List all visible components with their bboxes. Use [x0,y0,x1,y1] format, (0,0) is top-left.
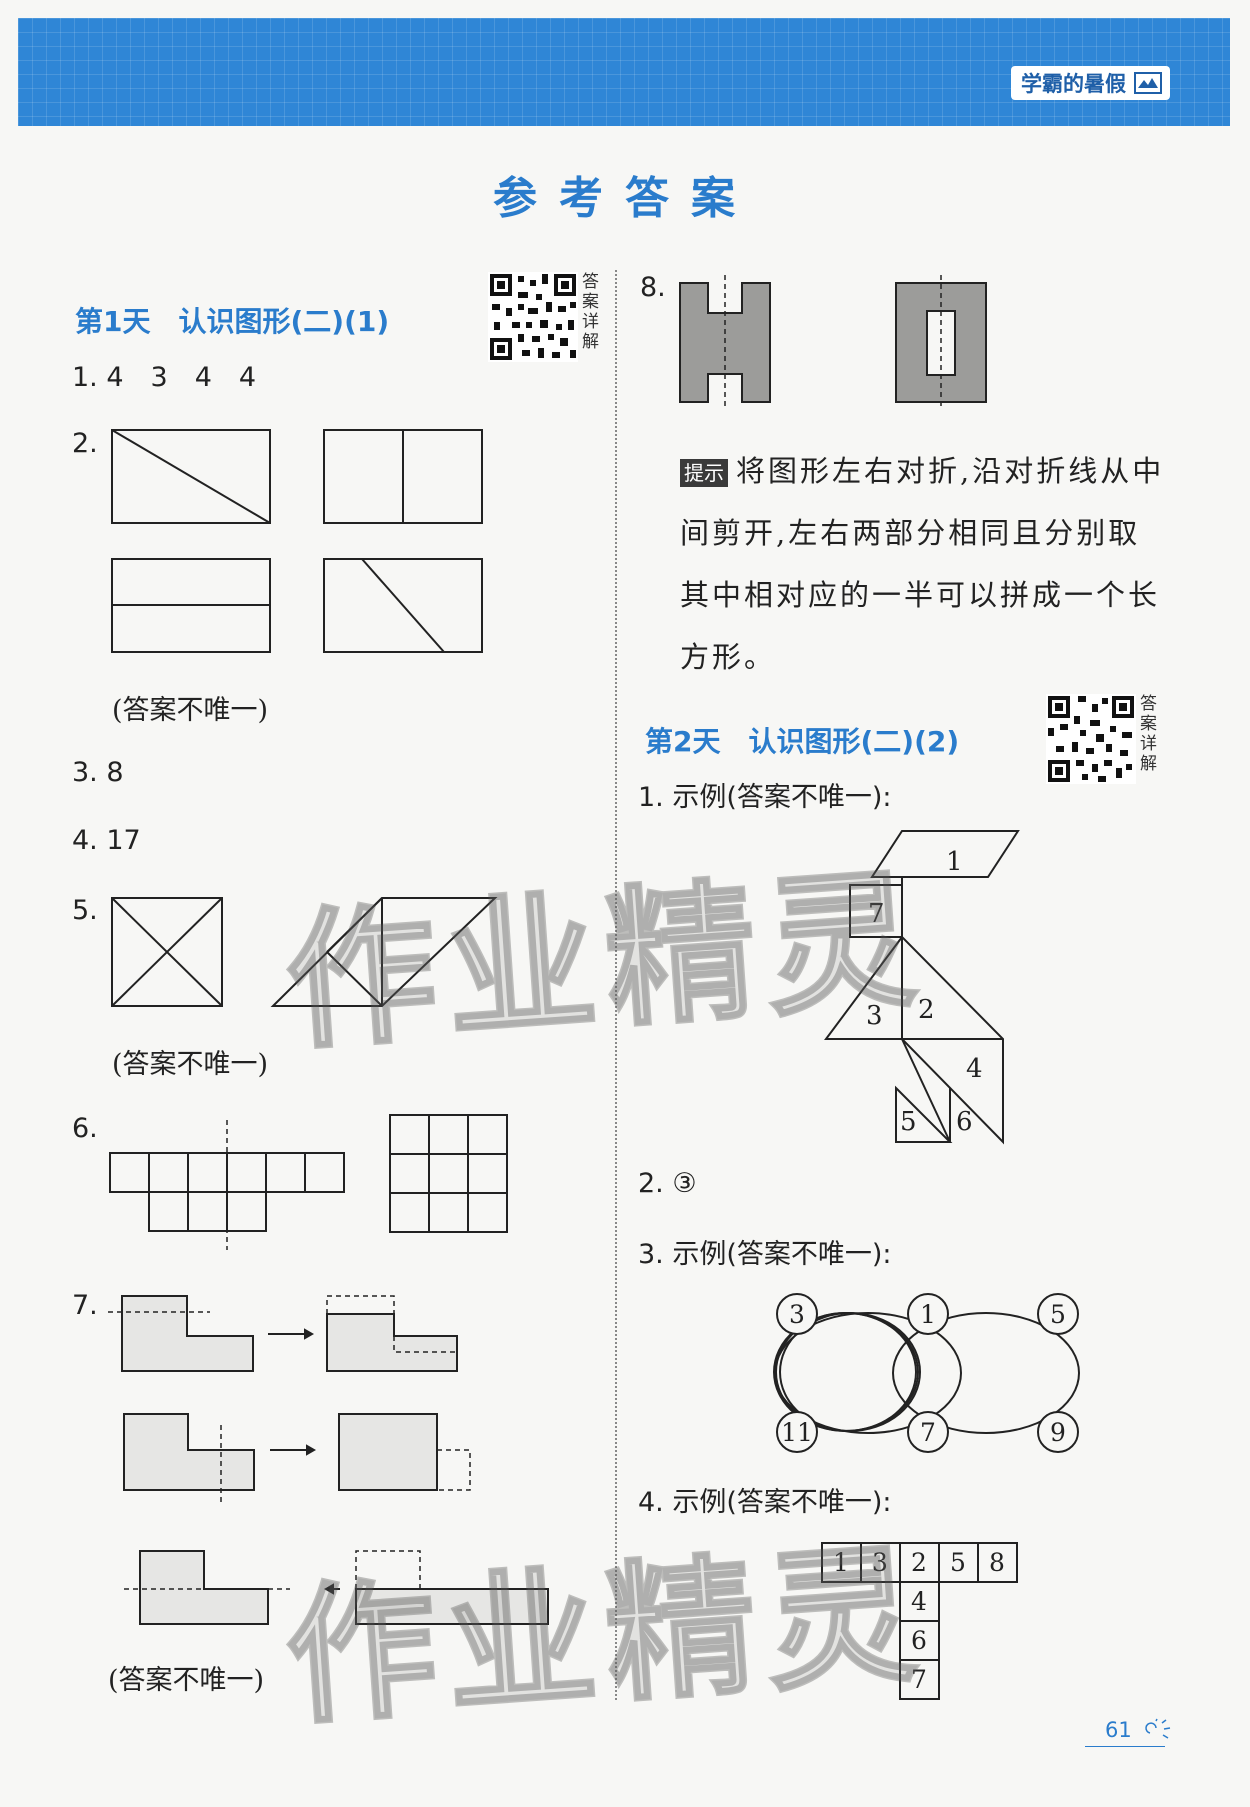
tangram-label-5: 5 [900,1107,917,1137]
page-number: 61 [1085,1718,1174,1747]
q7-shapes [108,1295,549,1625]
q8-hint: 提示将图形左右对折,沿对折线从中间剪开,左右两部分相同且分别取其中相对应的一半可… [680,440,1170,688]
page-number-underline [1085,1746,1165,1747]
day1-q1: 1. 4 3 4 4 [72,362,257,393]
day1-q5-note: (答案不唯一) [112,1049,269,1080]
tangram-label-3: 3 [866,1001,883,1031]
tangram-label-2: 2 [918,995,935,1025]
day2-title: 第2天 认识图形(二)(2) [645,725,960,758]
day1-q3: 3. 8 [72,757,124,788]
day1-q7-note: (答案不唯一) [108,1665,265,1696]
grid-cell: 5 [950,1548,966,1577]
circle-number: 11 [781,1418,813,1447]
circle-number: 9 [1050,1418,1066,1447]
circle-number: 7 [920,1418,936,1447]
grid-cell: 7 [911,1665,927,1694]
grid-cell: 4 [911,1587,927,1616]
qr-label: 答案详解 [1140,694,1157,774]
qr-label: 答案详解 [582,272,599,352]
day1-q2-note: (答案不唯一) [112,695,269,726]
watermark: 作业精灵 [279,851,933,1072]
series-badge: 学霸的暑假 [1011,66,1170,100]
q8-shapes [679,275,987,410]
hint-tag: 提示 [680,459,728,487]
column-divider [615,270,617,1700]
hint-text: 将图形左右对折,沿对折线从中间剪开,左右两部分相同且分别取其中相对应的一半可以拼… [680,454,1165,674]
page-number-text: 61 [1105,1718,1132,1742]
day2-q3: 3. 示例(答案不唯一): [638,1239,892,1270]
grid-cell: 8 [989,1548,1005,1577]
qr-code-icon[interactable] [488,272,578,362]
tangram-label-6: 6 [956,1107,973,1137]
tangram-figure: 1 7 2 3 4 5 6 [824,830,1020,1145]
circle-number: 3 [789,1300,805,1329]
grid-cell: 3 [872,1548,888,1577]
day2-q1: 1. 示例(答案不唯一): [638,782,892,813]
day1-title: 第1天 认识图形(二)(1) [75,305,390,338]
number-grid: 1 3 2 5 8 4 6 7 [821,1542,1018,1700]
grid-cell: 1 [833,1548,849,1577]
sun-swirl-icon [1145,1718,1171,1739]
q8-label: 8. [640,272,666,303]
series-badge-text: 学霸的暑假 [1021,72,1126,96]
day2-q2: 2. ③ [638,1168,697,1199]
tangram-label-1: 1 [946,847,963,877]
grid-cell: 6 [911,1626,927,1655]
book-icon [1134,72,1162,94]
q2-rectangles [111,429,483,653]
tangram-label-4: 4 [966,1054,983,1084]
circle-number: 5 [1050,1300,1066,1329]
circle-diagram-rings: 3 1 5 11 7 9 [774,1293,1080,1453]
grid-cell: 2 [911,1548,927,1577]
day1-q6-label: 6. [72,1113,98,1144]
day1-q5-label: 5. [72,895,98,926]
qr-code-icon[interactable] [1046,694,1136,784]
circle-number: 1 [920,1300,936,1329]
day1-q2-label: 2. [72,428,98,459]
day1-q7-label: 7. [72,1290,98,1321]
tangram-label-7: 7 [868,899,885,929]
day2-q4: 4. 示例(答案不唯一): [638,1487,892,1518]
q6-nets [109,1114,508,1250]
header-band: 学霸的暑假 [18,18,1230,126]
q5-shapes [111,897,498,1007]
page-title: 参考答案 [493,173,757,224]
watermark: 作业精灵 [279,1526,933,1747]
day1-q4: 4. 17 [72,825,141,856]
